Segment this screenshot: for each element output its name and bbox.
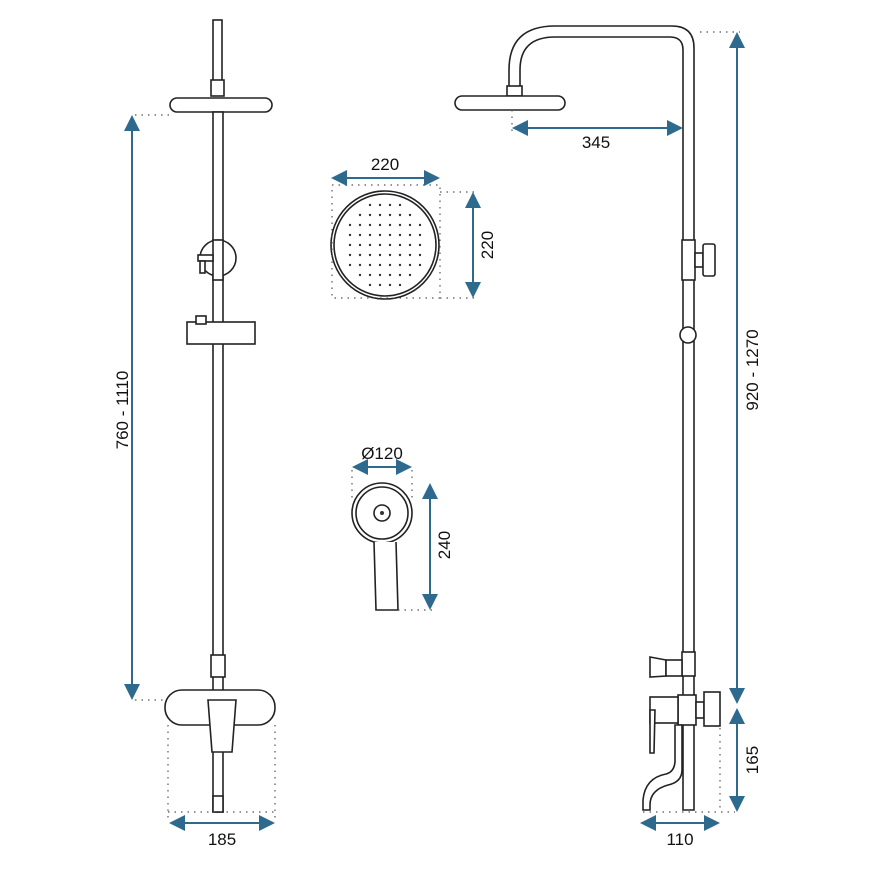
nozzle-dot bbox=[398, 243, 402, 247]
nozzle-dot bbox=[418, 223, 422, 227]
nozzle-dot bbox=[408, 223, 412, 227]
side-view-shower-set bbox=[454, 25, 721, 811]
nozzle-dot bbox=[418, 243, 422, 247]
hand-shower bbox=[351, 470, 432, 611]
nozzle-dot bbox=[408, 243, 412, 247]
rain-shower-head-top-view bbox=[330, 184, 475, 300]
nozzle-dot bbox=[368, 233, 372, 237]
nozzle-dot bbox=[368, 253, 372, 257]
nozzle-dot bbox=[358, 233, 362, 237]
nozzle-dot bbox=[398, 213, 402, 217]
right-height-label: 920 - 1270 bbox=[743, 329, 762, 410]
spout-reach-label: 110 bbox=[666, 830, 693, 849]
nozzle-dot bbox=[388, 203, 392, 207]
nozzle-dot bbox=[378, 283, 382, 287]
left-height-label: 760 - 1110 bbox=[113, 371, 132, 450]
nozzle-dot bbox=[348, 243, 352, 247]
nozzle-dot bbox=[388, 233, 392, 237]
nozzle-dot bbox=[368, 213, 372, 217]
nozzle-dot bbox=[408, 263, 412, 267]
nozzle-dot bbox=[398, 233, 402, 237]
nozzle-dot bbox=[378, 253, 382, 257]
nozzle-dot bbox=[398, 273, 402, 277]
left-width-label: 185 bbox=[208, 830, 236, 849]
nozzle-dot bbox=[358, 253, 362, 257]
nozzle-dot bbox=[368, 203, 372, 207]
arm-reach-label: 345 bbox=[582, 133, 610, 152]
nozzle-dot bbox=[388, 263, 392, 267]
nozzle-dot bbox=[358, 213, 362, 217]
nozzle-dot bbox=[398, 263, 402, 267]
nozzle-dot bbox=[368, 223, 372, 227]
nozzle-dot bbox=[418, 233, 422, 237]
nozzle-dot bbox=[378, 203, 382, 207]
nozzle-dot bbox=[388, 213, 392, 217]
nozzle-dot bbox=[398, 223, 402, 227]
spout-height-label: 165 bbox=[743, 746, 762, 774]
nozzle-dot bbox=[358, 243, 362, 247]
nozzle-dot bbox=[348, 263, 352, 267]
nozzle-dot bbox=[358, 263, 362, 267]
nozzle-dot bbox=[378, 263, 382, 267]
nozzle-dot bbox=[358, 273, 362, 277]
nozzle-dot bbox=[378, 243, 382, 247]
front-view-shower-set bbox=[164, 19, 276, 813]
side-dimensions: 345 920 - 1270 165 110 bbox=[511, 31, 762, 849]
hand-length-label: 240 bbox=[435, 531, 454, 559]
nozzle-dot bbox=[378, 223, 382, 227]
nozzle-dot bbox=[388, 243, 392, 247]
nozzle-dot bbox=[378, 233, 382, 237]
nozzle-dot bbox=[368, 273, 372, 277]
hand-diameter-label: Ø120 bbox=[361, 444, 403, 463]
nozzle-dot bbox=[398, 203, 402, 207]
nozzle-dot bbox=[358, 223, 362, 227]
nozzle-dot bbox=[388, 273, 392, 277]
nozzle-dot bbox=[418, 263, 422, 267]
head-width-label: 220 bbox=[371, 155, 399, 174]
nozzle-dot bbox=[418, 253, 422, 257]
nozzle-dot bbox=[368, 263, 372, 267]
nozzle-dot bbox=[398, 283, 402, 287]
nozzle-dot bbox=[348, 253, 352, 257]
nozzle-dot bbox=[368, 243, 372, 247]
nozzle-dot bbox=[348, 223, 352, 227]
nozzle-dot bbox=[408, 253, 412, 257]
nozzle-dot bbox=[398, 253, 402, 257]
nozzle-dot bbox=[408, 233, 412, 237]
nozzle-dot bbox=[348, 233, 352, 237]
front-dimensions: 760 - 1110 185 bbox=[113, 114, 276, 849]
nozzle-dot bbox=[368, 283, 372, 287]
nozzle-dot bbox=[388, 283, 392, 287]
nozzle-dot bbox=[378, 213, 382, 217]
nozzle-dot bbox=[388, 253, 392, 257]
nozzle-dot bbox=[388, 223, 392, 227]
nozzle-dot bbox=[378, 273, 382, 277]
nozzle-dot bbox=[408, 273, 412, 277]
head-height-label: 220 bbox=[478, 231, 497, 259]
nozzle-dot bbox=[408, 213, 412, 217]
